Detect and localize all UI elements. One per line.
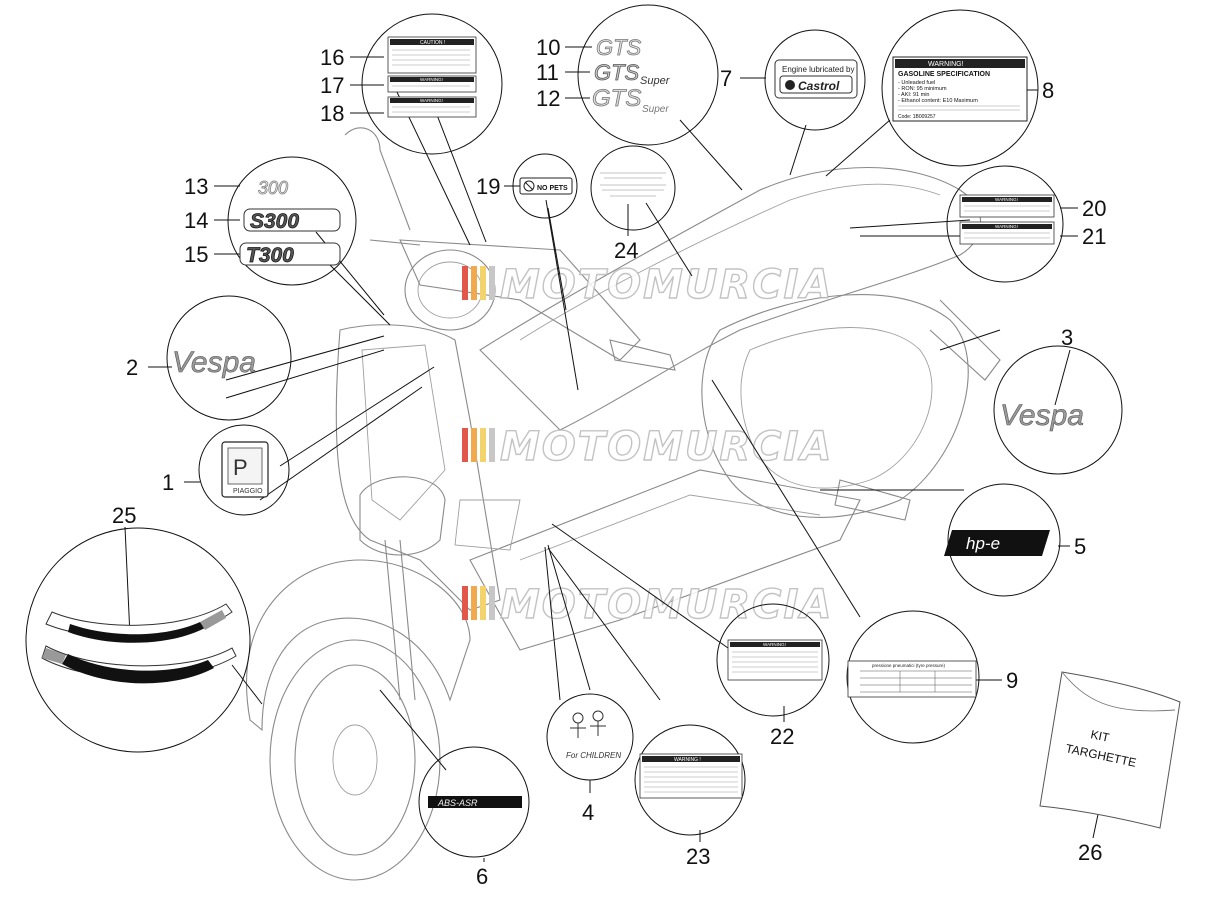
gasoline-title: GASOLINE SPECIFICATION bbox=[898, 71, 990, 78]
callout-15: 15 bbox=[184, 242, 208, 267]
callout-22: 22 bbox=[770, 724, 794, 749]
detail-22-warning-label: WARNING! bbox=[716, 603, 830, 717]
callout-4: 4 bbox=[582, 800, 594, 825]
warning-text: WARNING! bbox=[928, 61, 964, 68]
callout-13: 13 bbox=[184, 174, 208, 199]
warning-text: WARNING! bbox=[763, 642, 786, 647]
warning-text: WARNING! bbox=[420, 77, 443, 82]
callout-7: 7 bbox=[720, 66, 732, 91]
detail-5-hpe: hp-e bbox=[944, 483, 1061, 597]
no-pets-text: NO PETS bbox=[537, 185, 568, 192]
detail-3-vespa-logo: Vespa bbox=[993, 345, 1123, 475]
watermark-group: MOTOMURCIA MOTOMURCIA MOTOMURCIA bbox=[462, 261, 833, 629]
gasoline-line-1: - Unleaded fuel bbox=[898, 80, 935, 86]
callout-25: 25 bbox=[112, 503, 136, 528]
detail-13-15-300-logos: 300 S300 T300 bbox=[227, 156, 357, 286]
callout-2: 2 bbox=[126, 355, 138, 380]
callout-6: 6 bbox=[476, 864, 488, 889]
gasoline-code: Code: 1B009257 bbox=[898, 114, 936, 120]
hpe-text: hp-e bbox=[966, 534, 1000, 553]
callout-23: 23 bbox=[686, 844, 710, 869]
logo-t300: T300 bbox=[246, 244, 294, 267]
detail-10-12-gts-logos: GTS GTS Super GTS Super bbox=[577, 4, 719, 146]
gasoline-line-4: - Ethanol content: E10 Maximum bbox=[898, 98, 978, 104]
detail-26-kit-envelope: KIT TARGHETTE bbox=[1039, 671, 1181, 829]
vespa-script: Vespa bbox=[1000, 399, 1084, 432]
watermark-2: MOTOMURCIA bbox=[462, 423, 833, 471]
callout-26: 26 bbox=[1078, 840, 1102, 865]
callout-16: 16 bbox=[320, 45, 344, 70]
watermark-1: MOTOMURCIA bbox=[462, 261, 833, 309]
watermark-text: MOTOMURCIA bbox=[500, 262, 833, 308]
callout-17: 17 bbox=[320, 73, 344, 98]
watermark-text: MOTOMURCIA bbox=[500, 424, 833, 470]
scooter-sketch bbox=[245, 127, 1001, 881]
watermark-text: MOTOMURCIA bbox=[500, 582, 833, 628]
detail-20-21-warning-labels: WARNING! WARNING! bbox=[946, 165, 1064, 283]
detail-19-no-pets: NO PETS bbox=[512, 153, 578, 219]
gts-logo: GTS bbox=[594, 60, 640, 85]
detail-6-abs-asr: ABS-ASR bbox=[418, 746, 530, 858]
gts-logo: GTS bbox=[592, 85, 641, 112]
svg-text:P: P bbox=[233, 455, 248, 480]
vespa-script: Vespa bbox=[172, 346, 256, 379]
detail-1-piaggio-emblem: P PIAGGIO bbox=[198, 424, 290, 516]
callout-8: 8 bbox=[1042, 78, 1054, 103]
warning-text: WARNING! bbox=[995, 224, 1018, 229]
detail-9-tyre-pressure: pressione pneumatici (tyre pressure) bbox=[846, 610, 980, 744]
gts-super-text: Super bbox=[640, 75, 671, 87]
callout-numbers: 1 2 3 4 5 6 7 8 9 10 11 12 13 14 15 16 1… bbox=[112, 35, 1106, 889]
detail-8-gasoline-label: WARNING! GASOLINE SPECIFICATION - Unlead… bbox=[881, 9, 1039, 167]
callout-12: 12 bbox=[536, 86, 560, 111]
gts-logo: GTS bbox=[596, 35, 642, 60]
watermark-3: MOTOMURCIA bbox=[462, 581, 833, 629]
callout-20: 20 bbox=[1082, 196, 1106, 221]
gts-super-text: Super bbox=[642, 104, 669, 115]
castrol-brand-text: Castrol bbox=[798, 79, 840, 93]
callout-14: 14 bbox=[184, 208, 208, 233]
kit-text-1: KIT bbox=[1089, 727, 1111, 745]
detail-2-vespa-logo: Vespa bbox=[166, 295, 292, 421]
callout-9: 9 bbox=[1006, 668, 1018, 693]
tyre-title: pressione pneumatici (tyre pressure) bbox=[872, 663, 946, 668]
callout-24: 24 bbox=[614, 238, 638, 263]
logo-300: 300 bbox=[258, 178, 288, 198]
callout-3: 3 bbox=[1061, 325, 1073, 350]
castrol-top-text: Engine lubricated by bbox=[782, 65, 855, 74]
detail-24-ignition-label bbox=[590, 145, 676, 231]
piaggio-text: PIAGGIO bbox=[233, 488, 263, 495]
callout-1: 1 bbox=[162, 470, 174, 495]
detail-25-rim-stripes bbox=[25, 527, 251, 753]
callout-10: 10 bbox=[536, 35, 560, 60]
gasoline-line-2: - RON: 95 minimum bbox=[898, 86, 947, 92]
detail-16-18-caution-labels: CAUTION ! WARNING! WARNING! bbox=[361, 13, 503, 155]
warning-text: WARNING ! bbox=[674, 757, 701, 763]
warning-text: WARNING! bbox=[995, 197, 1018, 202]
leader-lines bbox=[124, 46, 1101, 862]
detail-7-castrol: Engine lubricated by Castrol bbox=[764, 29, 866, 131]
detail-23-warning-label: WARNING ! bbox=[634, 724, 746, 836]
detail-4-for-children: For CHILDREN bbox=[546, 693, 634, 781]
callout-19: 19 bbox=[476, 174, 500, 199]
callout-18: 18 bbox=[320, 101, 344, 126]
callout-5: 5 bbox=[1074, 534, 1086, 559]
logo-s300: S300 bbox=[250, 210, 299, 233]
gasoline-line-3: - AKI: 91 min bbox=[898, 92, 930, 98]
for-children-text: For CHILDREN bbox=[566, 751, 621, 760]
caution-text: CAUTION ! bbox=[420, 40, 445, 46]
callout-11: 11 bbox=[536, 60, 559, 85]
warning-text: WARNING! bbox=[420, 98, 443, 103]
abs-asr-text: ABS-ASR bbox=[437, 798, 478, 808]
callout-21: 21 bbox=[1082, 224, 1106, 249]
